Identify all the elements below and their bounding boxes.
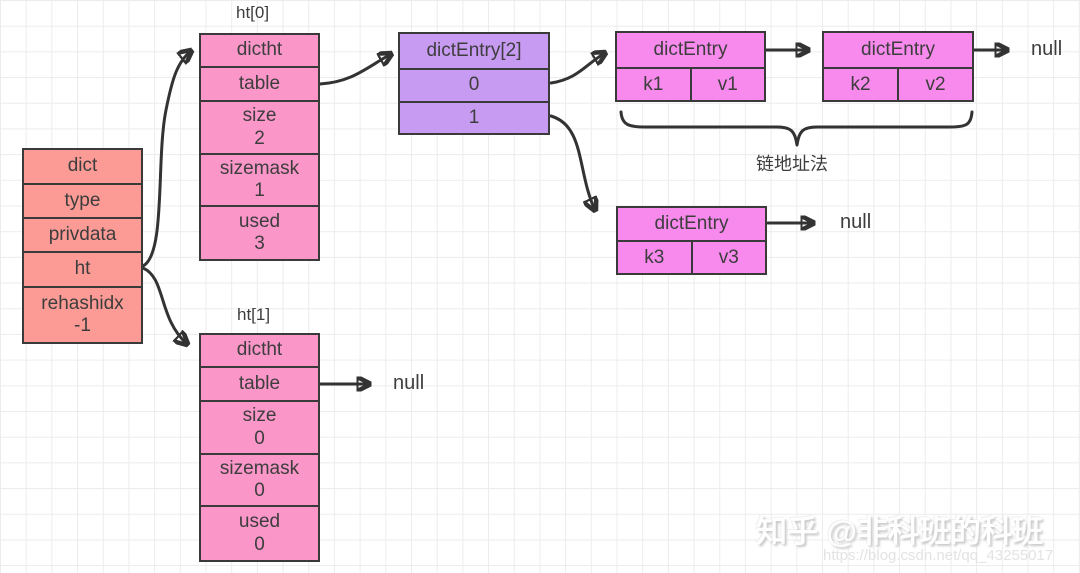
ht1-row-label: table <box>238 372 281 394</box>
entry1-box: dictEntry k1 v1 <box>615 31 766 102</box>
dict-row-privdata: privdata <box>24 217 141 251</box>
ht1-row-table: table <box>201 366 318 400</box>
entry-array-slot-0: 0 <box>400 68 548 101</box>
arrow-dict-ht-to-ht1 <box>141 266 187 344</box>
dict-row-type: type <box>24 183 141 217</box>
ht1-row-label: used <box>238 511 281 533</box>
dict-row-label: privdata <box>48 223 117 245</box>
ht0-row-label: used <box>238 210 281 232</box>
entry2-value: v2 <box>897 69 972 100</box>
dict-row-label: rehashidx <box>41 292 124 314</box>
dict-row-header: dict <box>24 150 141 183</box>
arrow-dict-ht-to-ht0 <box>141 51 191 268</box>
ht1-box: dictht table size 0 sizemask 0 used 0 <box>199 333 320 562</box>
ht0-row-value: 1 <box>254 180 265 201</box>
entry2-title: dictEntry <box>861 38 935 60</box>
ht1-row-sizemask: sizemask 0 <box>201 453 318 505</box>
chain-brace <box>619 110 974 147</box>
ht1-row-dictht: dictht <box>201 335 318 366</box>
entry2-cells: k2 v2 <box>824 67 972 100</box>
ht1-row-size: size 0 <box>201 400 318 453</box>
ht0-row-used: used 3 <box>201 205 318 259</box>
dict-struct-box: dict type privdata ht rehashidx -1 <box>22 148 143 344</box>
entry1-header: dictEntry <box>617 33 764 67</box>
entry1-title: dictEntry <box>653 38 728 60</box>
null-label-ht1-table: null <box>393 372 425 394</box>
entry2-key: k2 <box>850 73 871 95</box>
ht0-title: ht[0] <box>236 3 270 22</box>
entry-array-title: dictEntry[2] <box>426 39 522 61</box>
ht1-row-value: 0 <box>254 533 265 555</box>
entry3-box: dictEntry k3 v3 <box>616 206 767 275</box>
ht0-row-label: size <box>242 105 277 127</box>
dict-row-value: -1 <box>74 315 91 336</box>
chain-method-label: 链地址法 <box>756 154 828 174</box>
ht0-row-sizemask: sizemask 1 <box>201 153 318 205</box>
ht0-row-value: 3 <box>254 233 265 254</box>
dict-row-label: dict <box>67 155 98 177</box>
dict-row-label: ht <box>74 258 91 280</box>
entry3-value: v3 <box>690 242 766 273</box>
arrow-slot0-to-entry1 <box>549 53 605 85</box>
entry-array-box: dictEntry[2] 0 1 <box>398 32 550 135</box>
arrow-slot1-to-entry3 <box>549 114 595 210</box>
ht1-row-label: sizemask <box>219 457 300 479</box>
ht1-row-value: 0 <box>254 480 265 501</box>
entry3-cells: k3 v3 <box>618 240 765 273</box>
entry1-cells: k1 v1 <box>617 67 764 100</box>
ht1-row-label: size <box>242 405 277 427</box>
slot-index: 1 <box>468 106 480 128</box>
ht0-row-dictht: dictht <box>201 35 318 66</box>
ht0-row-size: size 2 <box>201 100 318 153</box>
ht0-row-label: dictht <box>236 39 283 61</box>
dict-row-rehashidx: rehashidx -1 <box>24 286 141 342</box>
entry3-key: k3 <box>644 246 665 268</box>
ht0-row-table: table <box>201 66 318 100</box>
watermark-zhihu: 知乎 @非科班的科班 <box>756 514 1043 549</box>
dict-row-label: type <box>64 189 101 211</box>
ht0-row-value: 2 <box>254 127 265 149</box>
entry2-box: dictEntry k2 v2 <box>822 31 974 102</box>
null-label-mid: null <box>840 211 872 233</box>
null-label-top: null <box>1031 38 1063 60</box>
dict-row-ht: ht <box>24 251 141 286</box>
watermark-url: https://blog.csdn.net/qq_43255017 <box>823 547 1054 564</box>
entry-array-header: dictEntry[2] <box>400 34 548 68</box>
ht0-row-label: table <box>238 72 281 94</box>
ht1-row-label: dictht <box>236 339 283 361</box>
ht1-title: ht[1] <box>237 305 271 324</box>
entry3-header: dictEntry <box>618 208 765 240</box>
entry1-value: v1 <box>689 69 765 100</box>
arrow-ht0-table-to-entry-array <box>318 54 391 86</box>
slot-index: 0 <box>468 74 480 96</box>
ht0-box: dictht table size 2 sizemask 1 used 3 <box>199 33 320 261</box>
ht1-row-value: 0 <box>254 427 265 449</box>
entry1-key: k1 <box>643 73 664 95</box>
ht1-row-used: used 0 <box>201 505 318 560</box>
entry3-title: dictEntry <box>654 212 729 234</box>
entry2-header: dictEntry <box>824 33 972 67</box>
ht0-row-label: sizemask <box>219 157 300 179</box>
entry-array-slot-1: 1 <box>400 101 548 133</box>
